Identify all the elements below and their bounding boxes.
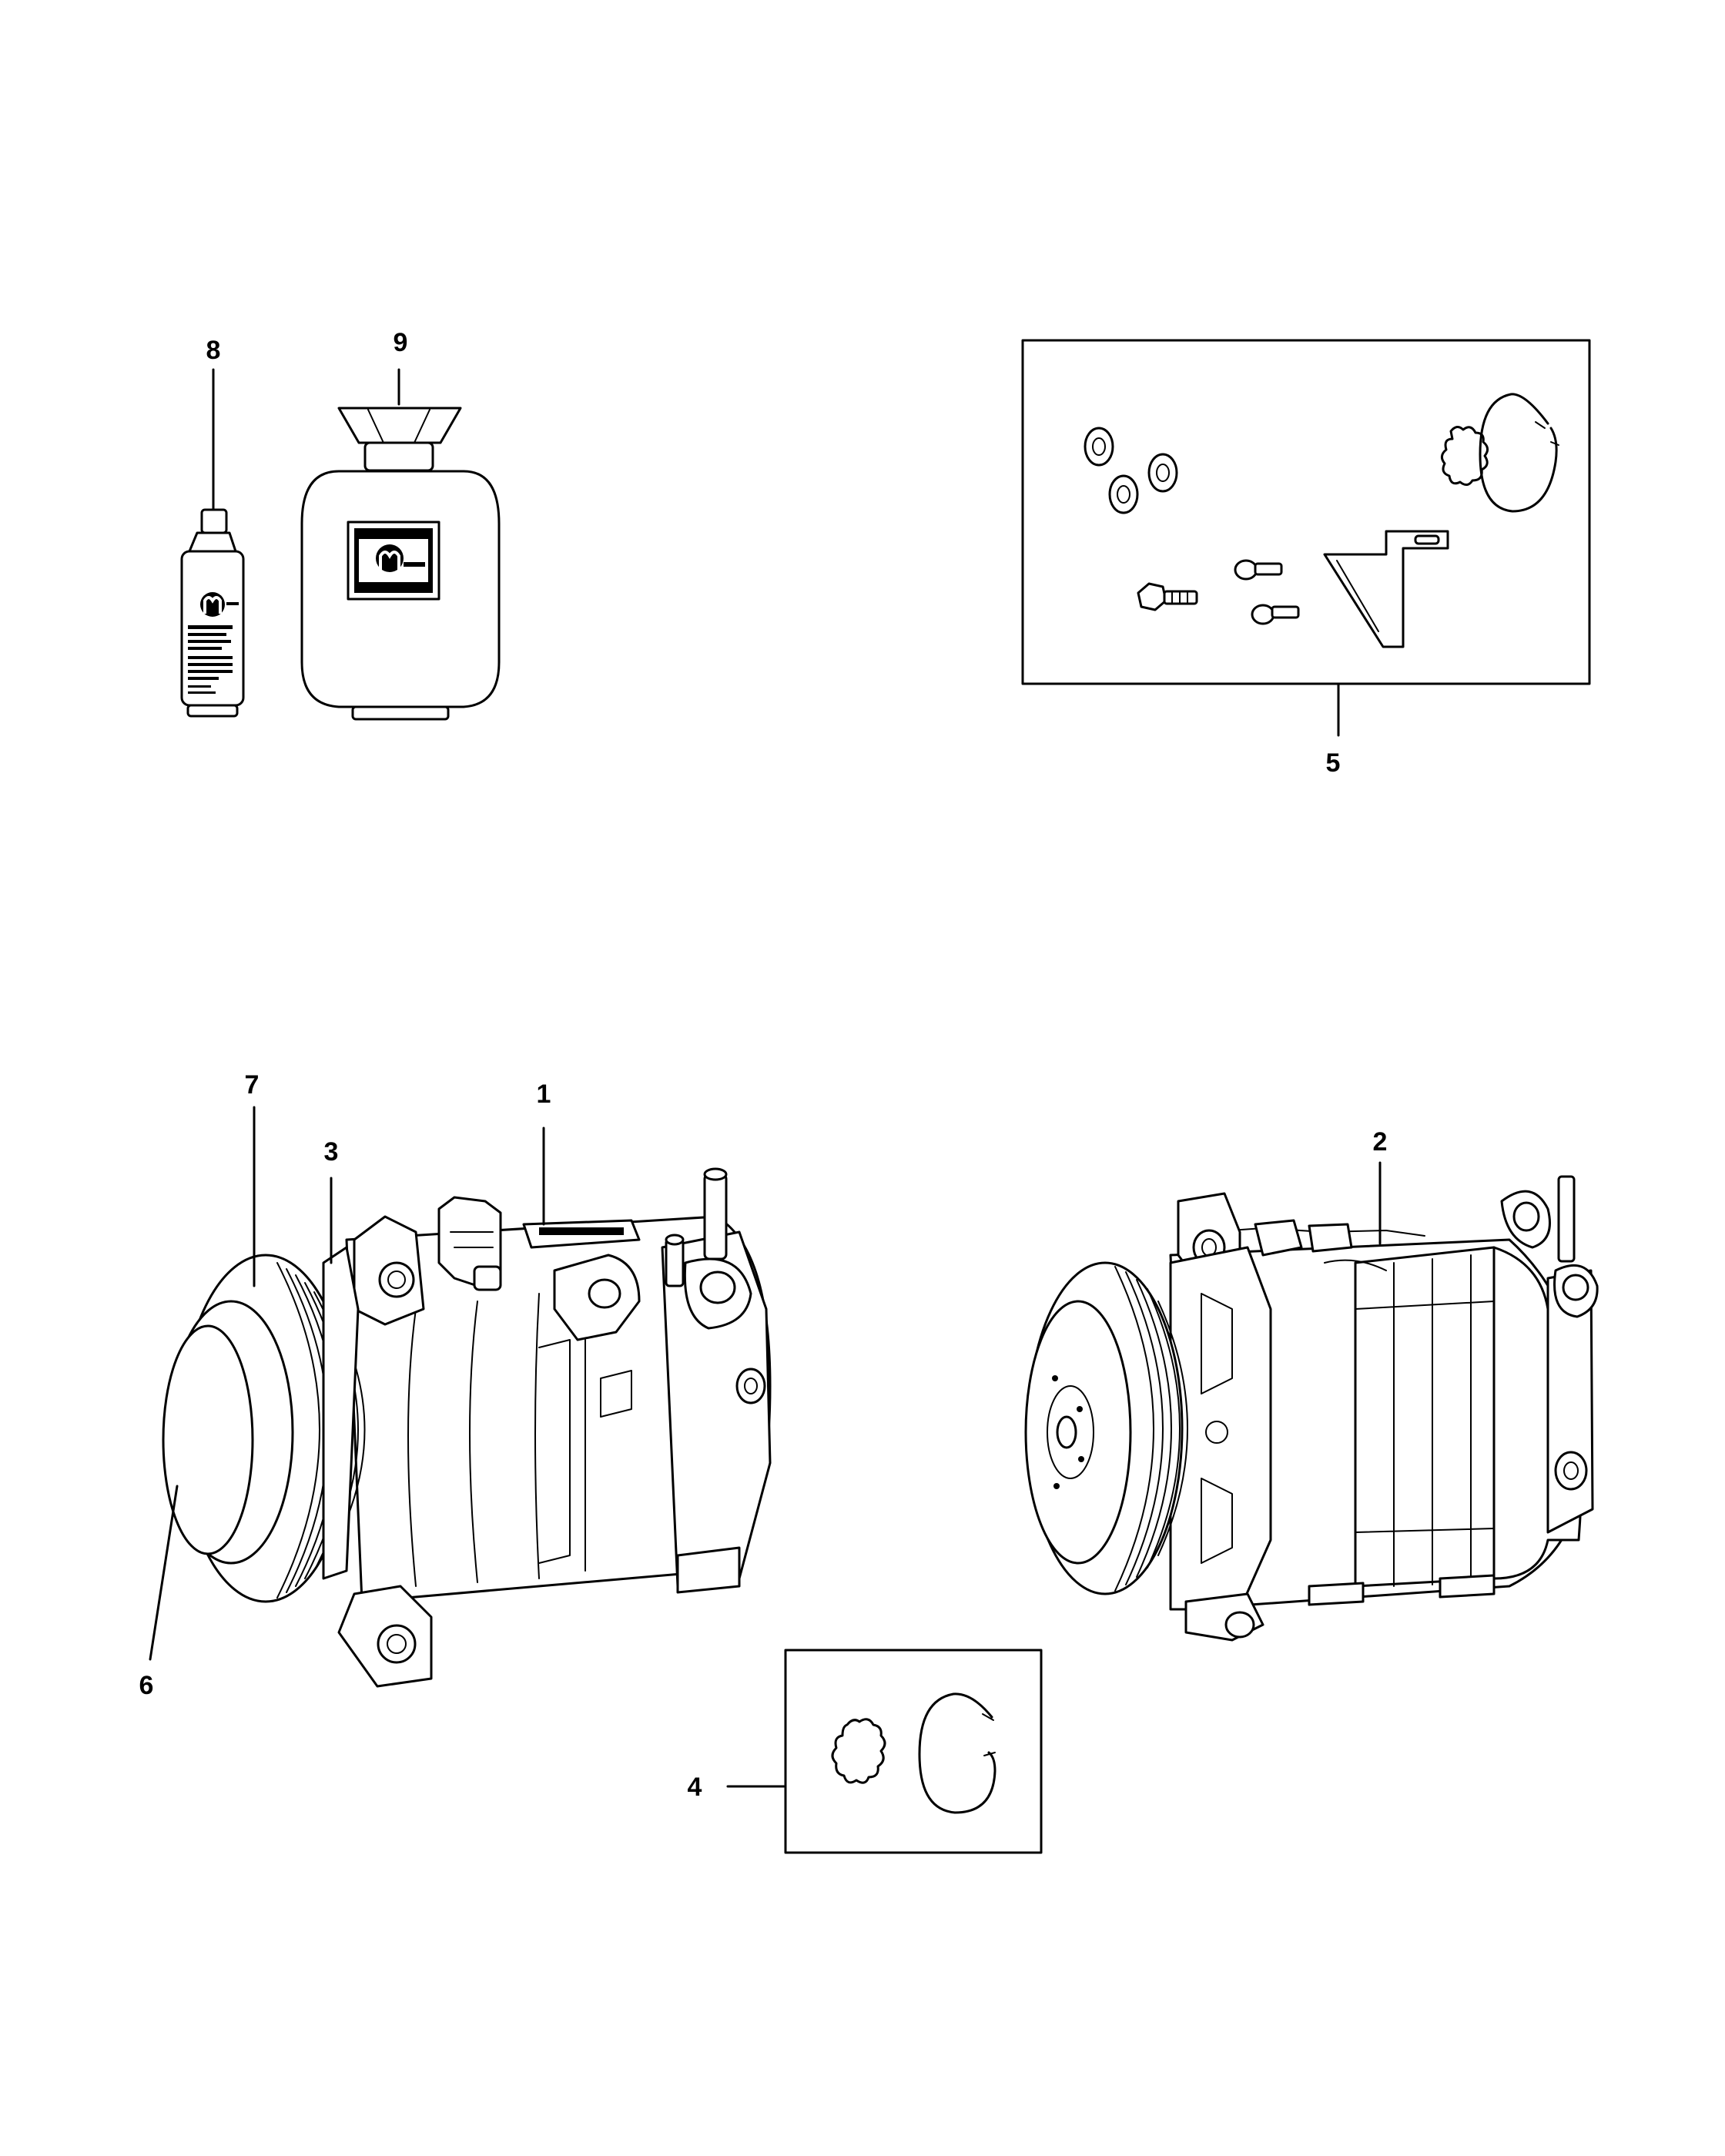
snap-ring: [1479, 393, 1558, 513]
pulley: [1024, 1261, 1188, 1595]
callout-2: 2: [1373, 1127, 1388, 1157]
compressor-assembly: [162, 1167, 772, 1688]
washer: [1147, 453, 1178, 493]
bolt: [1137, 582, 1198, 611]
washer: [1108, 474, 1139, 514]
callout-3: 3: [324, 1137, 339, 1167]
bottle-label: [188, 625, 233, 694]
bottle-logo: [200, 592, 239, 617]
callout-labels: 1 2 3 4 5 6 7 8 9: [139, 328, 1388, 1802]
callout-6: 6: [139, 1671, 154, 1700]
hardware-kit-5: [1021, 339, 1591, 737]
snap-ring: [918, 1692, 996, 1814]
oil-bottle: [180, 368, 245, 718]
screw: [1234, 559, 1283, 581]
stud: [665, 1234, 685, 1287]
wave-seal-ring: [1441, 426, 1489, 486]
seal-kit-4: [726, 1649, 1043, 1854]
clutch-plate: [162, 1300, 294, 1565]
compressor-alt: [1024, 1175, 1599, 1642]
stud: [703, 1167, 728, 1260]
bracket: [1323, 530, 1449, 648]
refrigerant-cylinder: [300, 368, 501, 721]
wave-seal-ring: [831, 1718, 886, 1784]
screw: [1251, 604, 1300, 625]
washer: [1084, 427, 1114, 467]
callout-4: 4: [688, 1773, 702, 1802]
callout-5: 5: [1326, 748, 1341, 778]
leader-lines: [149, 1106, 1382, 1661]
callout-7: 7: [245, 1070, 260, 1100]
callout-1: 1: [537, 1080, 551, 1109]
callout-9: 9: [394, 328, 408, 357]
cylinder-logo: [347, 521, 440, 601]
callout-8: 8: [206, 336, 221, 365]
port-fitting: [1500, 1175, 1599, 1318]
